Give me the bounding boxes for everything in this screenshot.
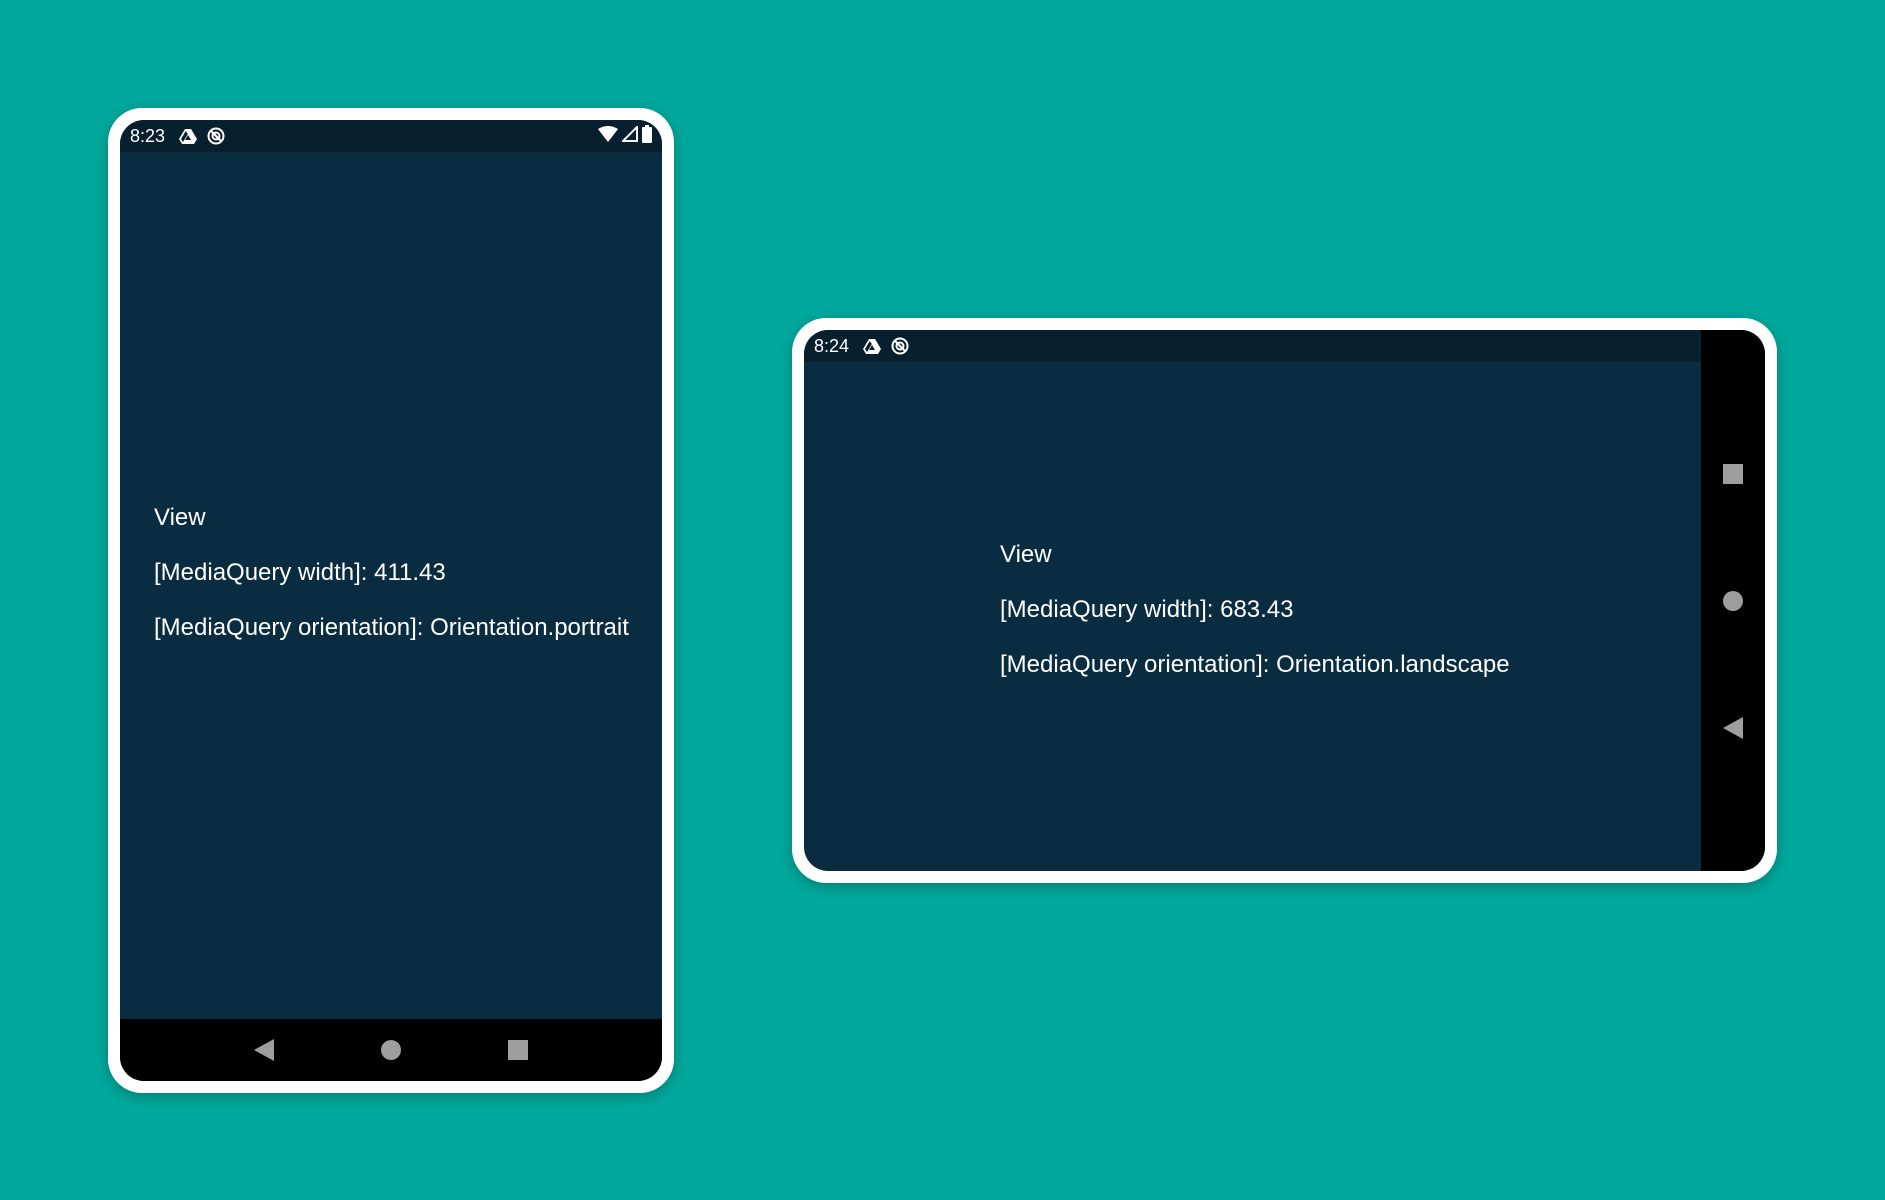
status-time: 8:23 xyxy=(130,125,166,146)
home-button[interactable] xyxy=(1711,579,1755,623)
drive-icon xyxy=(863,338,882,354)
content-portrait: View [MediaQuery width]: 411.43 [MediaQu… xyxy=(154,505,629,670)
recents-button[interactable] xyxy=(496,1028,540,1072)
recents-button[interactable] xyxy=(1711,452,1755,496)
status-time: 8:24 xyxy=(814,335,850,356)
status-bar: 8:23 xyxy=(120,120,662,152)
view-label: View xyxy=(1000,541,1052,568)
drive-icon xyxy=(179,128,198,144)
device-landscape: 8:24 View [MediaQuery width]: 683.43 [Me… xyxy=(792,318,1777,883)
screen-portrait: 8:23 View [MediaQuery width]: 411.43 [Me… xyxy=(120,120,662,1081)
screen-landscape: 8:24 View [MediaQuery width]: 683.43 [Me… xyxy=(804,330,1765,871)
recents-icon xyxy=(1723,463,1743,484)
sync-icon xyxy=(891,337,909,355)
nav-bar xyxy=(1701,330,1765,871)
recents-icon xyxy=(508,1040,529,1060)
home-button[interactable] xyxy=(369,1028,413,1072)
back-button[interactable] xyxy=(242,1028,286,1072)
back-button[interactable] xyxy=(1711,706,1755,750)
back-icon xyxy=(1723,716,1743,739)
device-portrait: 8:23 View [MediaQuery width]: 411.43 [Me… xyxy=(108,108,674,1093)
back-icon xyxy=(253,1039,274,1061)
mediaquery-width-text: [MediaQuery width]: 683.43 xyxy=(1000,596,1294,623)
signal-icon xyxy=(620,124,638,147)
wifi-icon xyxy=(598,125,618,147)
home-icon xyxy=(380,1040,401,1060)
battery-icon xyxy=(642,124,652,148)
status-bar: 8:24 xyxy=(804,330,1765,362)
mediaquery-orientation-text: [MediaQuery orientation]: Orientation.la… xyxy=(1000,651,1510,678)
nav-bar xyxy=(120,1019,662,1081)
mediaquery-width-text: [MediaQuery width]: 411.43 xyxy=(154,559,446,586)
home-icon xyxy=(1723,590,1743,611)
mediaquery-orientation-text: [MediaQuery orientation]: Orientation.po… xyxy=(154,614,629,641)
content-landscape: View [MediaQuery width]: 683.43 [MediaQu… xyxy=(1000,542,1510,707)
sync-icon xyxy=(207,127,225,145)
view-label: View xyxy=(154,504,206,531)
